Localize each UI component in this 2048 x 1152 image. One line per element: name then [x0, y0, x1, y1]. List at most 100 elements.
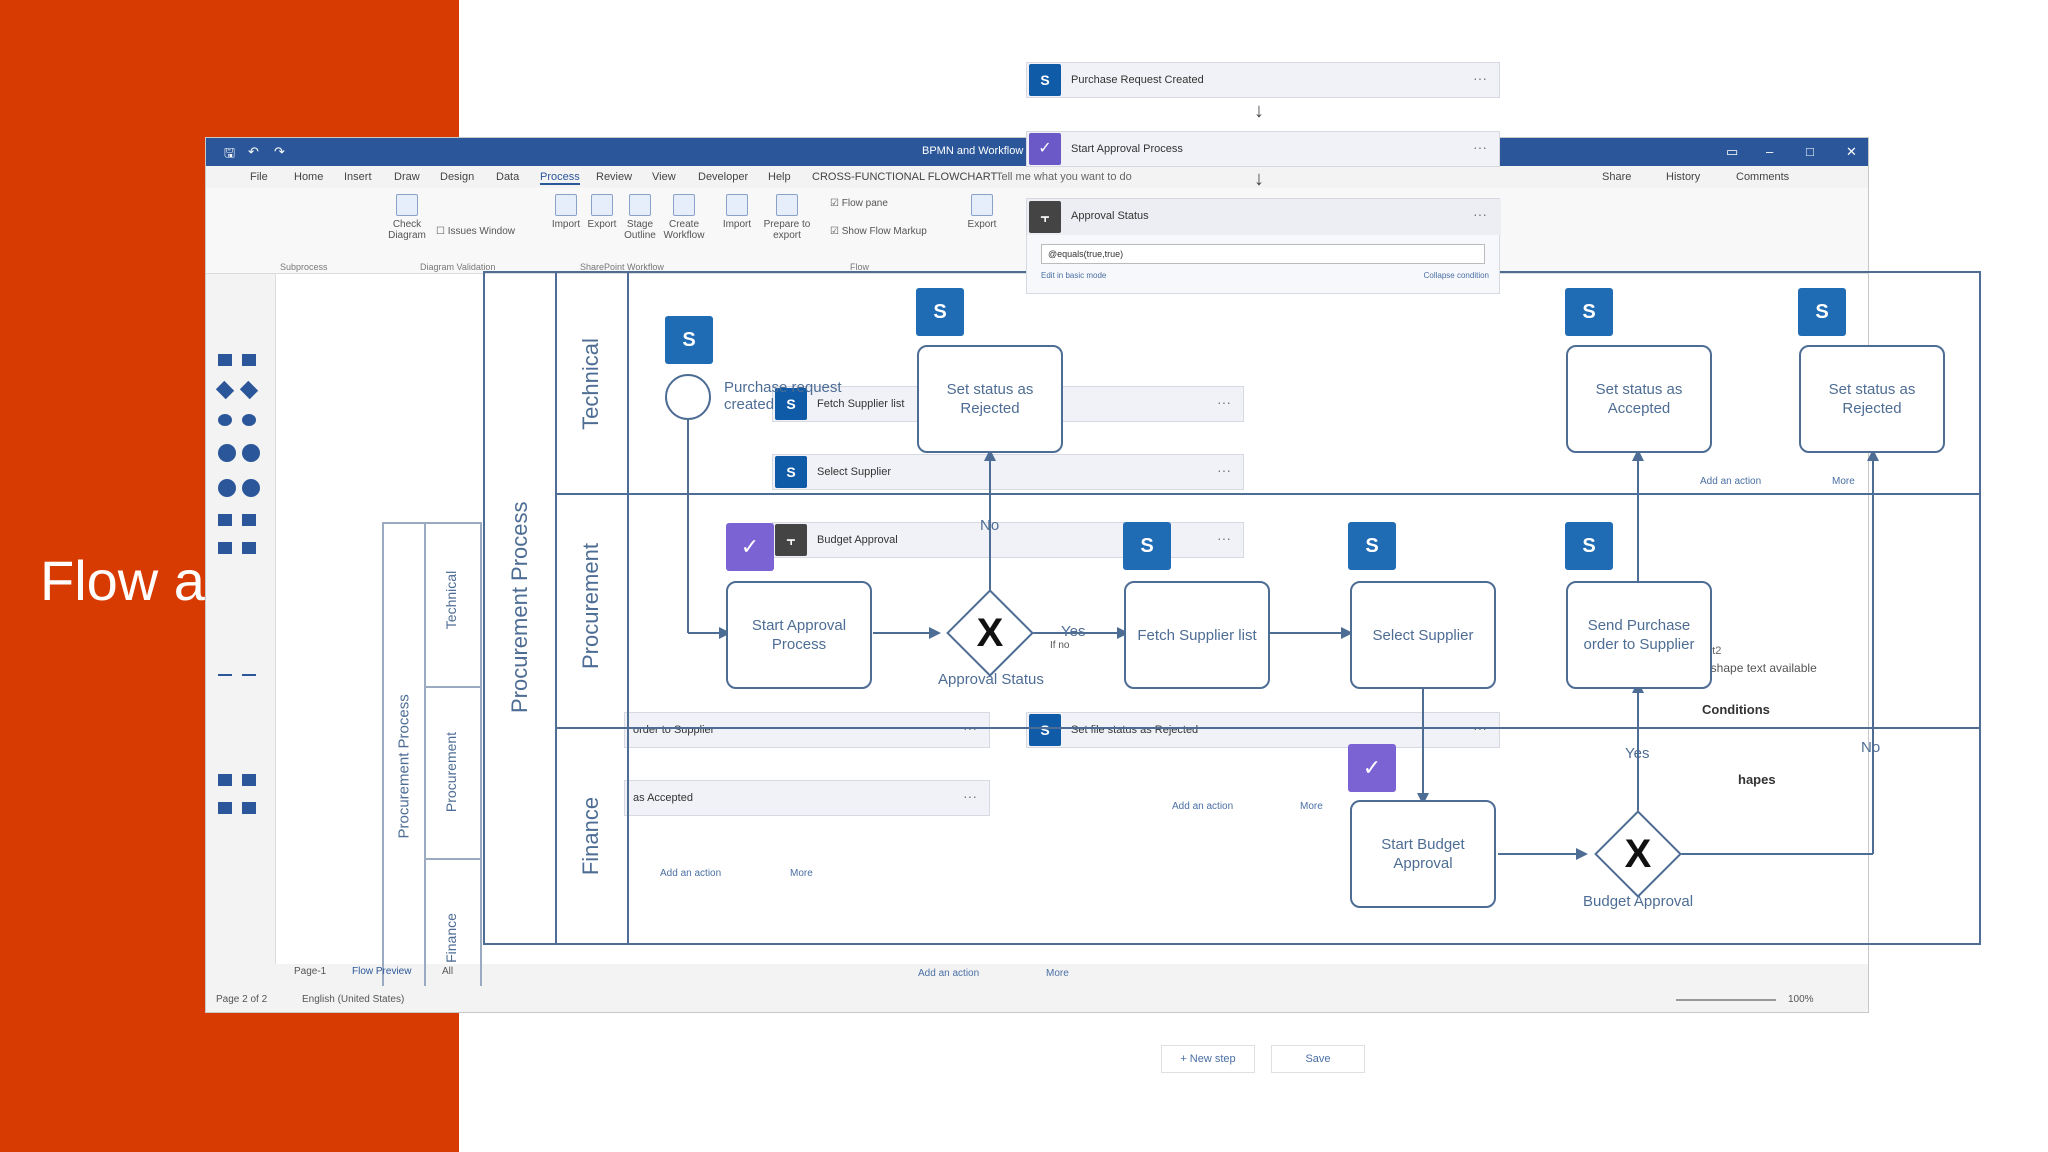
shape-stencil-icon[interactable]	[242, 514, 256, 526]
page-tab[interactable]: Flow Preview	[352, 966, 412, 977]
flow-card-set-file-rejected[interactable]: S Set file status as Rejected ···	[1026, 712, 1500, 748]
shape-stencil-icon[interactable]	[242, 354, 256, 366]
stage-outline-button[interactable]: Stage Outline	[622, 194, 658, 241]
menu-file[interactable]: File	[250, 171, 268, 183]
more-link[interactable]: More	[790, 868, 813, 879]
shape-stencil-icon[interactable]	[218, 774, 232, 786]
save-icon[interactable]: 🖫	[224, 145, 236, 160]
more-options-icon[interactable]: ···	[1217, 462, 1231, 478]
zoom-slider[interactable]	[1676, 999, 1776, 1001]
shape-stencil-icon[interactable]	[242, 414, 256, 426]
shape-stencil-icon[interactable]	[239, 380, 259, 400]
zoom-level[interactable]: 100%	[1788, 994, 1814, 1005]
shape-stencil-icon[interactable]	[218, 674, 232, 676]
flow-card-approval[interactable]: ✓ Start Approval Process ···	[1026, 131, 1500, 167]
shape-stencil-icon[interactable]	[218, 354, 232, 366]
shape-stencil-icon[interactable]	[218, 479, 236, 497]
show-flow-markup-checkbox[interactable]: ☑ Show Flow Markup	[830, 226, 927, 237]
task-set-rejected-2[interactable]: Set status as Rejected	[1799, 345, 1945, 453]
more-link[interactable]: More	[1300, 801, 1323, 812]
page-tab[interactable]: All	[442, 966, 454, 977]
flow-pane-checkbox[interactable]: ☑ Flow pane	[830, 198, 888, 209]
new-step-button[interactable]: + New step	[1161, 1045, 1255, 1073]
shape-stencil-icon[interactable]	[218, 514, 232, 526]
flow-card-condition[interactable]: ⫟ Approval Status ··· @equals(true,true)…	[1026, 198, 1501, 294]
task-start-approval[interactable]: Start Approval Process	[726, 581, 872, 689]
more-options-icon[interactable]: ···	[1473, 206, 1487, 222]
history-button[interactable]: History	[1666, 171, 1701, 183]
edit-basic-link[interactable]: Edit in basic mode	[1041, 271, 1107, 280]
redo-icon[interactable]: ↷	[274, 144, 285, 159]
collapse-link[interactable]: Collapse condition	[1423, 271, 1489, 280]
flow-card-set-accepted[interactable]: as Accepted ···	[624, 780, 990, 816]
shape-stencil-icon[interactable]	[242, 444, 260, 462]
task-set-rejected-1[interactable]: Set status as Rejected	[917, 345, 1063, 453]
shape-stencil-icon[interactable]	[242, 802, 256, 814]
shape-stencil-icon[interactable]	[242, 542, 256, 554]
menu-developer[interactable]: Developer	[698, 171, 749, 183]
undo-icon[interactable]: ↶	[248, 144, 259, 159]
share-button[interactable]: Share	[1602, 171, 1632, 183]
flow-export-button[interactable]: Export	[964, 194, 1000, 230]
menu-cross-functional[interactable]: CROSS-FUNCTIONAL FLOWCHART	[812, 171, 998, 183]
page-indicator[interactable]: Page 2 of 2	[216, 994, 268, 1005]
gateway-x-icon: X	[1624, 832, 1652, 876]
maximize-icon[interactable]: □	[1806, 144, 1814, 159]
import-button[interactable]: Import	[550, 194, 582, 230]
more-link[interactable]: More	[1046, 968, 1069, 979]
flow-card-select-supplier[interactable]: S Select Supplier ···	[772, 454, 1244, 490]
shape-stencil-icon[interactable]	[218, 414, 232, 426]
menu-review[interactable]: Review	[596, 171, 633, 183]
flow-card-trigger[interactable]: S Purchase Request Created ···	[1026, 62, 1500, 98]
shape-stencil-icon[interactable]	[218, 542, 232, 554]
shape-stencil-icon[interactable]	[215, 380, 235, 400]
check-diagram-button[interactable]: Check Diagram	[384, 194, 430, 241]
menu-view[interactable]: View	[652, 171, 676, 183]
comments-button[interactable]: Comments	[1736, 171, 1790, 183]
bg-shapes: hapes	[1738, 772, 1776, 787]
sharepoint-icon: S	[1565, 288, 1613, 336]
task-select-supplier[interactable]: Select Supplier	[1350, 581, 1496, 689]
create-workflow-button[interactable]: Create Workflow	[662, 194, 706, 241]
shape-stencil-icon[interactable]	[218, 802, 232, 814]
add-action-link[interactable]: Add an action	[1172, 801, 1234, 812]
menu-design[interactable]: Design	[440, 171, 475, 183]
flow-export-label: Export	[967, 219, 997, 230]
task-send-purchase-order[interactable]: Send Purchase order to Supplier	[1566, 581, 1712, 689]
more-options-icon[interactable]: ···	[1217, 394, 1231, 410]
task-set-accepted[interactable]: Set status as Accepted	[1566, 345, 1712, 453]
shape-stencil-icon[interactable]	[242, 774, 256, 786]
task-fetch-supplier[interactable]: Fetch Supplier list	[1124, 581, 1270, 689]
lane-finance: Finance	[578, 796, 603, 876]
condition-expression-input[interactable]: @equals(true,true)	[1041, 244, 1485, 264]
prepare-export-button[interactable]: Prepare to export	[762, 194, 812, 241]
tell-me-search[interactable]: Tell me what you want to do	[996, 171, 1132, 183]
menu-draw[interactable]: Draw	[394, 171, 420, 183]
save-button[interactable]: Save	[1271, 1045, 1365, 1073]
flow-import-button[interactable]: Import	[720, 194, 754, 230]
export-button[interactable]: Export	[586, 194, 618, 230]
ribbon-display-icon[interactable]: ▭	[1726, 144, 1739, 159]
shape-stencil-icon[interactable]	[242, 674, 256, 676]
add-action-link[interactable]: Add an action	[660, 868, 722, 879]
issues-window-checkbox[interactable]: ☐ Issues Window	[436, 226, 515, 237]
menu-home[interactable]: Home	[294, 171, 324, 183]
more-options-icon[interactable]: ···	[1473, 70, 1487, 86]
more-options-icon[interactable]: ···	[1217, 530, 1231, 546]
small-pool	[382, 522, 482, 1012]
menu-data[interactable]: Data	[496, 171, 520, 183]
menu-process[interactable]: Process	[540, 171, 580, 185]
add-action-link[interactable]: Add an action	[1700, 476, 1762, 487]
more-link[interactable]: More	[1832, 476, 1855, 487]
close-icon[interactable]: ✕	[1846, 144, 1857, 159]
more-options-icon[interactable]: ···	[963, 788, 977, 804]
page-tab[interactable]: Page-1	[294, 966, 327, 977]
task-start-budget-approval[interactable]: Start Budget Approval	[1350, 800, 1496, 908]
shape-stencil-icon[interactable]	[218, 444, 236, 462]
add-action-link[interactable]: Add an action	[918, 968, 980, 979]
shape-stencil-icon[interactable]	[242, 479, 260, 497]
menu-help[interactable]: Help	[768, 171, 791, 183]
minimize-icon[interactable]: –	[1766, 144, 1774, 159]
menu-insert[interactable]: Insert	[344, 171, 372, 183]
more-options-icon[interactable]: ···	[1473, 139, 1487, 155]
